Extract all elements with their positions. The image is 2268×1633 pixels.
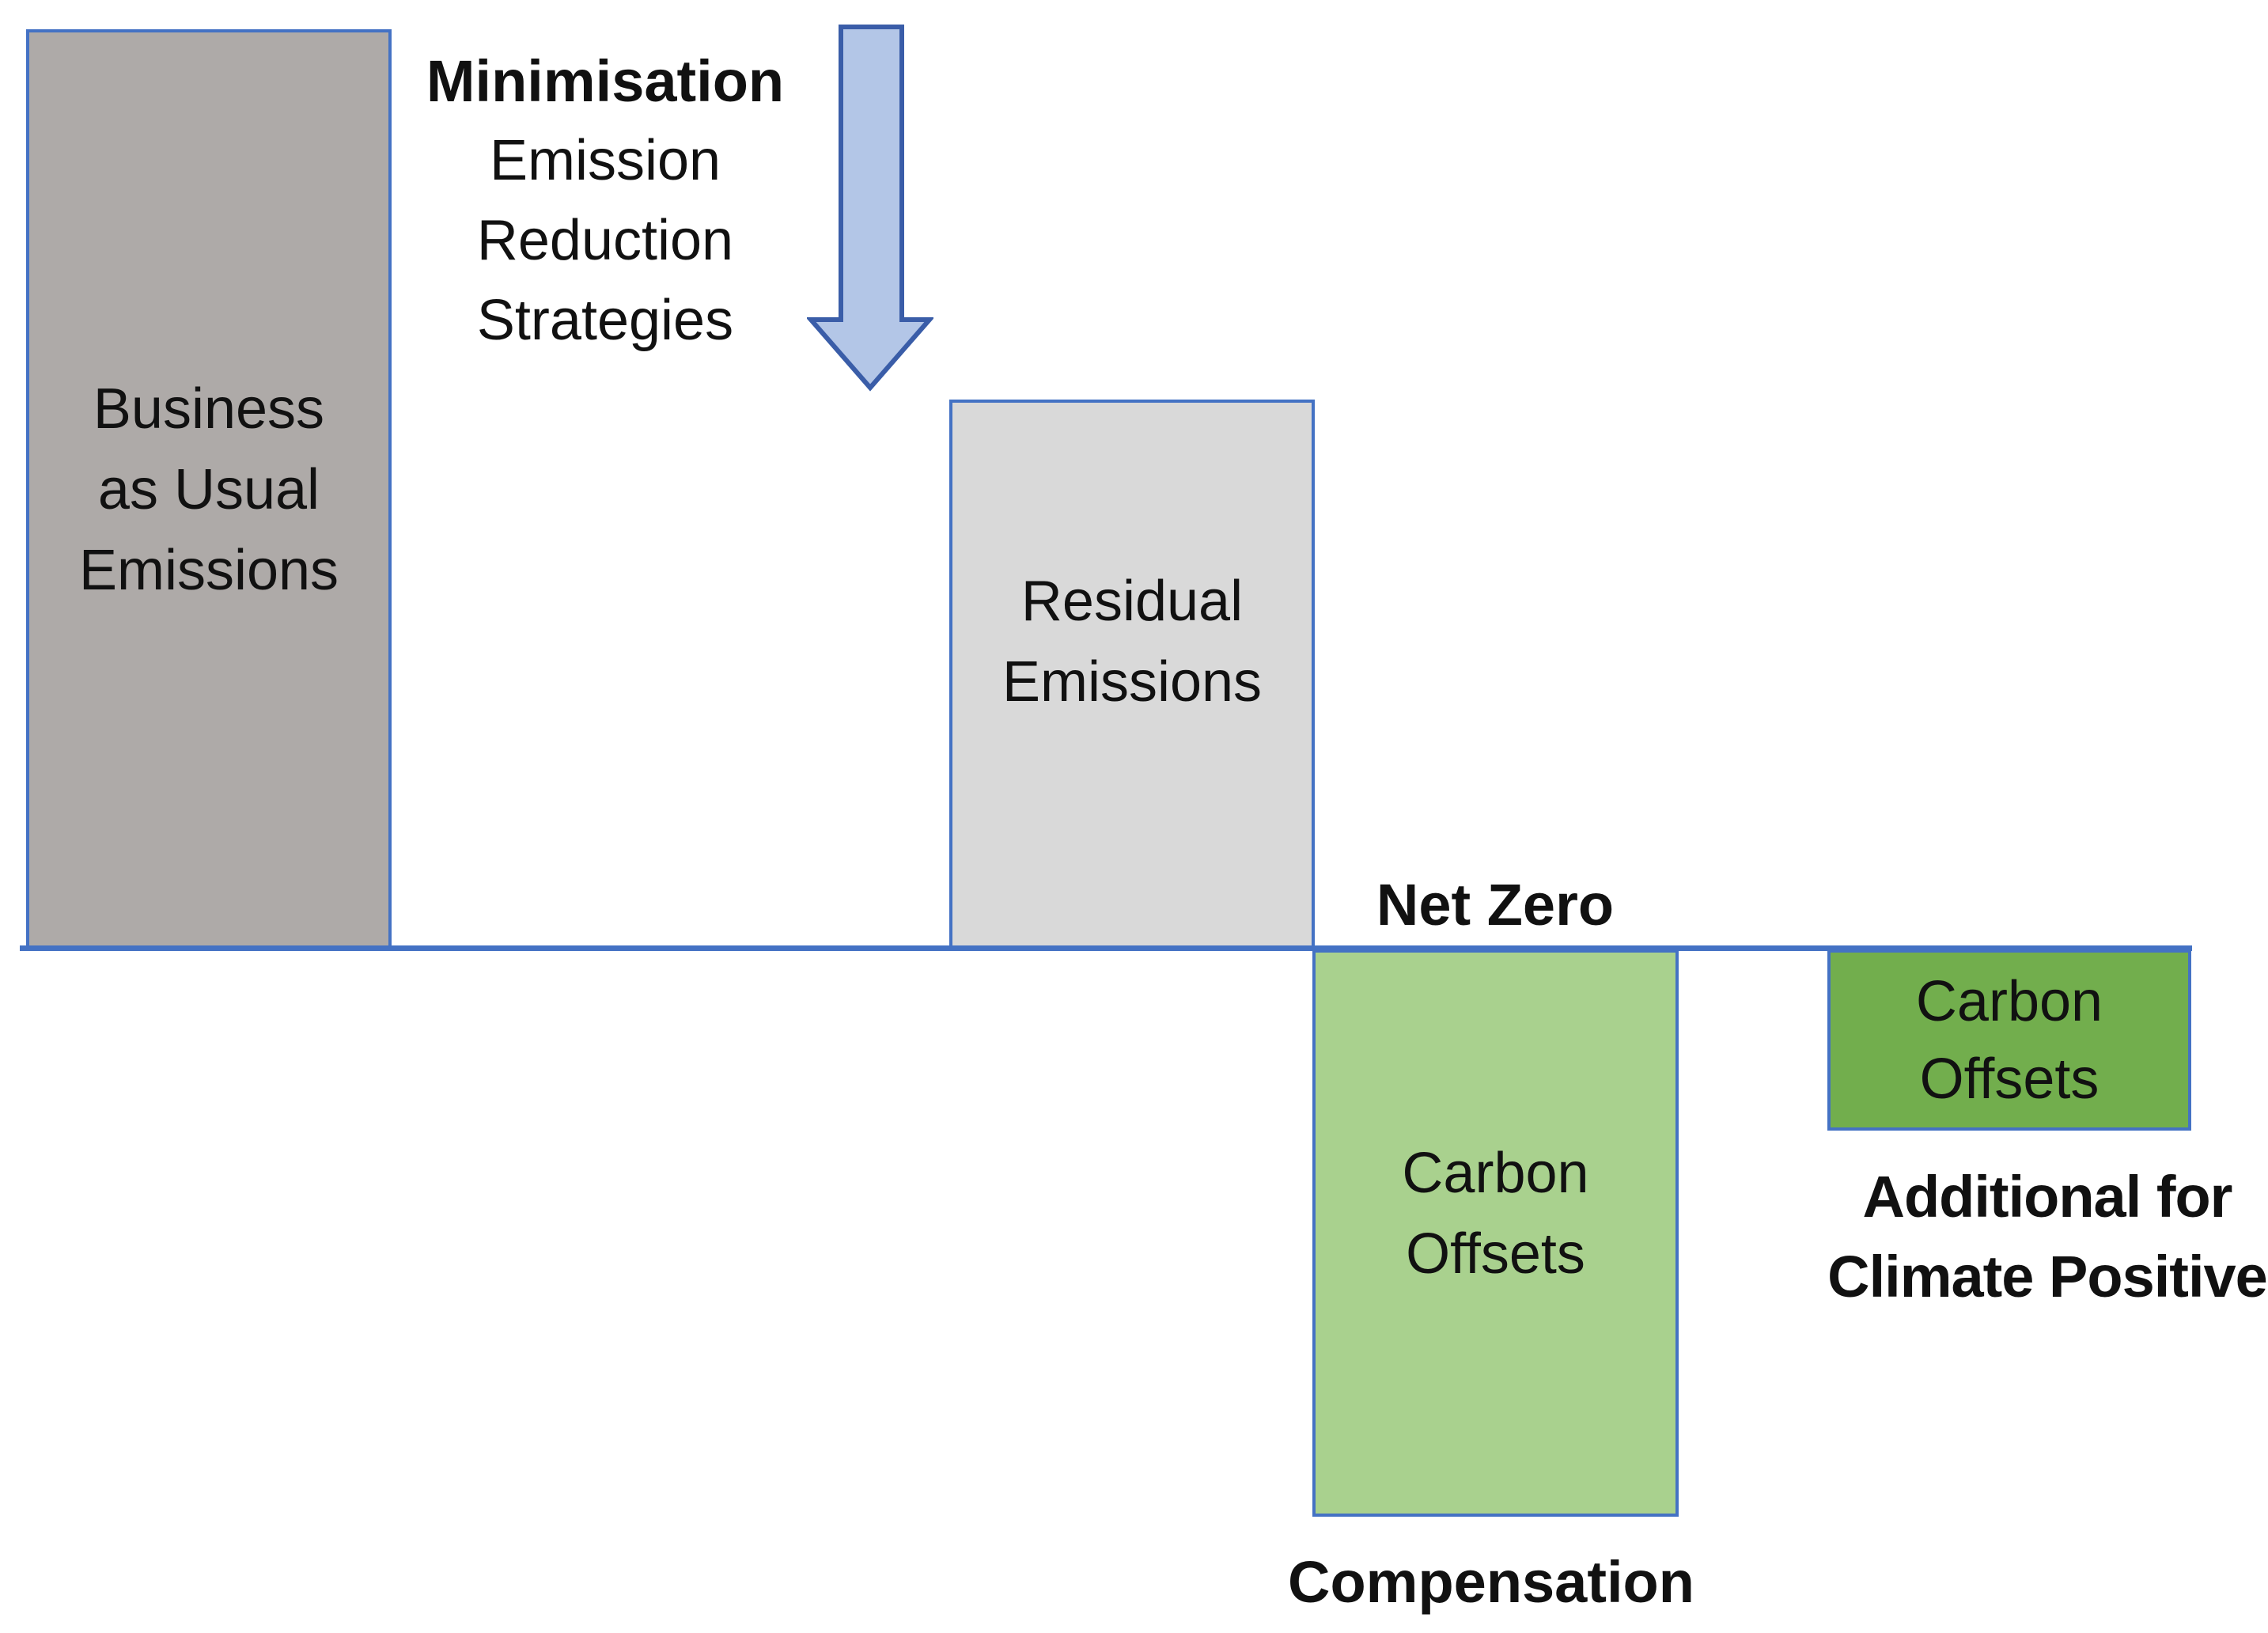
minimisation-line: Emission [489, 129, 721, 192]
bar-label-line: Carbon [1402, 1141, 1589, 1205]
bar-carbon-offsets-additional-label: Carbon Offsets [1916, 963, 2103, 1118]
bar-carbon-offsets-compensation: Carbon Offsets [1312, 949, 1679, 1517]
compensation-label: Compensation [1288, 1549, 1694, 1615]
minimisation-line: Reduction [476, 209, 734, 272]
minimisation-caption: Minimisation Emission Reduction Strategi… [348, 41, 862, 361]
net-zero-label: Net Zero [1376, 872, 1615, 938]
additional-climate-positive-label: Additional for Climate Positive [1818, 1157, 2268, 1317]
bar-label-line: Emissions [78, 538, 339, 602]
bar-residual-emissions-label: Residual Emissions [1002, 561, 1262, 722]
bar-residual-emissions: Residual Emissions [949, 400, 1315, 949]
minimisation-line: Strategies [476, 289, 734, 352]
bar-label-line: Offsets [1919, 1047, 2100, 1111]
bar-label-line: Business [93, 377, 325, 441]
bar-carbon-offsets-additional: Carbon Offsets [1827, 949, 2191, 1131]
bar-label-line: Residual [1020, 569, 1244, 633]
additional-line: Climate Positive [1827, 1244, 2268, 1309]
net-zero-baseline [20, 945, 2192, 951]
bar-label-line: Emissions [1001, 650, 1263, 714]
additional-line: Additional for [1862, 1164, 2233, 1229]
bar-business-as-usual: Business as Usual Emissions [26, 29, 392, 949]
minimisation-title: Minimisation [426, 48, 785, 114]
bar-label-line: Carbon [1915, 969, 2103, 1033]
down-arrow-icon [807, 25, 933, 392]
bar-label-line: as Usual [97, 457, 320, 521]
bar-carbon-offsets-compensation-label: Carbon Offsets [1402, 1133, 1588, 1294]
bar-label-line: Offsets [1406, 1222, 1585, 1286]
bar-business-as-usual-label: Business as Usual Emissions [79, 369, 339, 611]
